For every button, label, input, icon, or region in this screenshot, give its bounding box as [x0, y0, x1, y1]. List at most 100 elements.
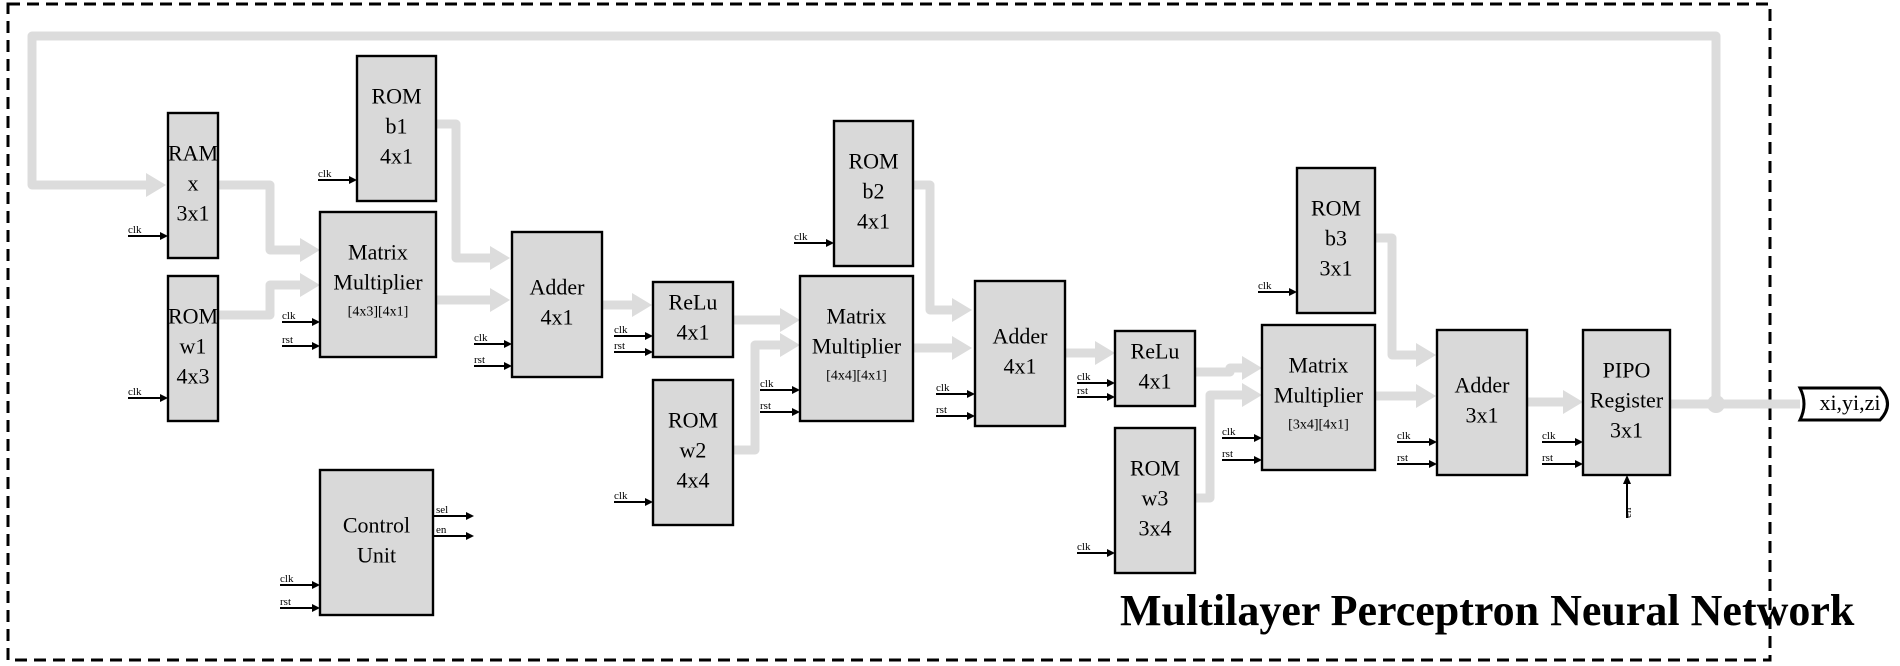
- block-label: 4x1: [1004, 354, 1037, 379]
- block-label: 4x1: [857, 209, 890, 234]
- sel-pin-label: sel: [436, 504, 448, 516]
- block-label: w1: [180, 334, 207, 359]
- clk-pin-label: clk: [760, 378, 774, 390]
- clk-pin-label: clk: [936, 382, 950, 394]
- en-pin-label: en: [436, 524, 447, 536]
- rst-pin-label: rst: [474, 354, 485, 366]
- block-label: b3: [1325, 226, 1347, 251]
- block-label: Control: [343, 513, 410, 538]
- clk-pin-arrowhead: [1289, 288, 1297, 296]
- ram-to-mm1-line: [218, 180, 302, 255]
- block-box: [1113, 329, 1197, 408]
- block-label: Adder: [993, 324, 1049, 349]
- block-box: [318, 468, 435, 617]
- clk-pin-arrowhead: [1107, 379, 1115, 387]
- block-box: [355, 54, 438, 203]
- block-label: ROM: [668, 408, 718, 433]
- block-label: x: [188, 171, 199, 196]
- clk-pin-arrowhead: [349, 176, 357, 184]
- block-label: ROM: [1311, 196, 1361, 221]
- rst-pin-arrowhead: [312, 342, 320, 350]
- rst-pin-label: rst: [282, 334, 293, 346]
- block-label: Matrix: [348, 240, 408, 265]
- rst-pin-label: rst: [1542, 452, 1553, 464]
- clk-pin-arrowhead: [1254, 434, 1262, 442]
- block-label: 3x1: [177, 201, 210, 226]
- rst-pin-arrowhead: [645, 348, 653, 356]
- block-label: 3x1: [1610, 418, 1643, 443]
- rst-pin-label: rst: [1222, 448, 1233, 460]
- block-label: 4x1: [541, 305, 574, 330]
- rst-pin-arrowhead: [1254, 456, 1262, 464]
- blocks: RAMx3x1ROMw14x3ROMb14x1MatrixMultiplier[…: [166, 54, 1672, 617]
- b2-to-adder2-line: [913, 180, 952, 315]
- pipo-en-arrowhead: [1623, 475, 1631, 484]
- output-label: xi,yi,zi: [1819, 390, 1880, 415]
- block-box: [318, 210, 438, 359]
- clk-pin-arrowhead: [312, 318, 320, 326]
- block-sublabel: [3x4][4x1]: [1288, 418, 1349, 433]
- diagram-title: Multilayer Perceptron Neural Network: [1120, 586, 1855, 635]
- rst-pin-arrowhead: [312, 604, 320, 612]
- rst-pin-label: rst: [1397, 452, 1408, 464]
- clk-pin-label: clk: [1077, 371, 1091, 383]
- b1-to-adder1-line: [436, 119, 490, 263]
- block-adder2: Adder 4x1: [973, 279, 1067, 428]
- block-label: 4x3: [177, 364, 210, 389]
- block-label: b2: [863, 179, 885, 204]
- clk-pin-arrowhead: [967, 390, 975, 398]
- block-label: PIPO: [1603, 358, 1651, 383]
- clk-pin-label: clk: [794, 231, 808, 243]
- block-label: 4x1: [1139, 369, 1172, 394]
- block-label: 4x1: [677, 320, 710, 345]
- clk-pin-arrowhead: [160, 394, 168, 402]
- en-pin-arrowhead: [466, 532, 474, 540]
- block-label: 4x4: [677, 468, 710, 493]
- outer-frame: [6, 2, 1772, 662]
- clk-pin-label: clk: [474, 332, 488, 344]
- block-label: Matrix: [1289, 353, 1349, 378]
- w3-to-mm3-line: [1195, 390, 1250, 503]
- block-label: 3x1: [1320, 256, 1353, 281]
- clk-pin-arrowhead: [1107, 549, 1115, 557]
- clk-pin-label: clk: [282, 310, 296, 322]
- block-box: [1581, 328, 1672, 477]
- block-box: [651, 378, 735, 527]
- rst-pin-arrowhead: [792, 408, 800, 416]
- block-box: [166, 111, 220, 260]
- block-label: b1: [386, 114, 408, 139]
- rst-pin-label: rst: [1077, 385, 1088, 397]
- clk-pin-label: clk: [128, 386, 142, 398]
- feedback-loop-line: [27, 31, 1721, 404]
- clk-pin-label: clk: [318, 168, 332, 180]
- block-sublabel: [4x4][4x1]: [826, 369, 887, 384]
- w1-to-mm1-line: [218, 280, 302, 320]
- block-box: [1295, 166, 1377, 315]
- block-box: [1435, 328, 1529, 477]
- block-label: Multiplier: [812, 334, 902, 359]
- clk-pin-label: clk: [1542, 430, 1556, 442]
- block-label: 3x4: [1139, 516, 1172, 541]
- block-rom-b3: ROM b3 3x1: [1295, 166, 1377, 315]
- data-flow-arrows: [27, 31, 1800, 503]
- clk-pin-arrowhead: [1429, 438, 1437, 446]
- block-label: RAM: [168, 141, 218, 166]
- sel-pin-arrowhead: [466, 512, 474, 520]
- clk-pin-arrowhead: [504, 340, 512, 348]
- block-box: [973, 279, 1067, 428]
- clk-pin-label: clk: [128, 224, 142, 236]
- block-label: Adder: [530, 275, 586, 300]
- block-box: [510, 230, 604, 379]
